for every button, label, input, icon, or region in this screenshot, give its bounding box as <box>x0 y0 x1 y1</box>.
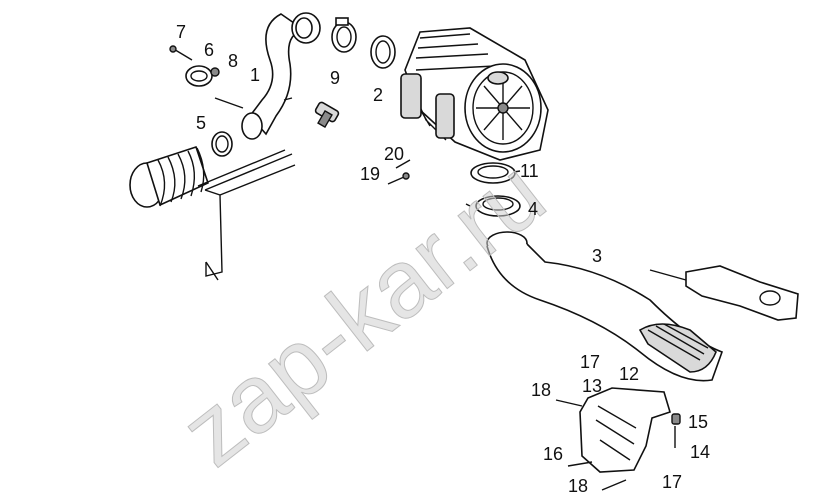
bracket-plate <box>649 265 799 321</box>
callout-17b: 17 <box>662 472 682 492</box>
clamp-6 <box>185 65 220 87</box>
callout-15: 15 <box>688 412 708 432</box>
seal-ring-2 <box>370 35 396 69</box>
callout-1: 1 <box>250 65 260 85</box>
screw-19 <box>387 172 410 185</box>
callout-20: 20 <box>384 144 404 164</box>
callout-13: 13 <box>582 376 602 396</box>
callout-17a: 17 <box>580 352 600 372</box>
callout-14: 14 <box>690 442 710 462</box>
callout-12: 12 <box>619 364 639 384</box>
ring-4 <box>475 195 521 217</box>
fitting <box>314 101 340 129</box>
clamp-11 <box>470 162 516 184</box>
bellows-hose <box>129 145 209 208</box>
mounting-bracket <box>555 387 681 491</box>
callout-7: 7 <box>176 22 186 42</box>
callout-5: 5 <box>196 113 206 133</box>
callout-4: 4 <box>528 199 538 219</box>
support-bracket <box>197 149 296 281</box>
leader-lines <box>214 97 521 207</box>
callout-19: 19 <box>360 164 380 184</box>
callout-18a: 18 <box>531 380 551 400</box>
callout-6: 6 <box>204 40 214 60</box>
hose-duct-3 <box>486 231 724 382</box>
watermark-text: zap-kar.ru <box>162 139 564 486</box>
callout-9: 9 <box>330 68 340 88</box>
air-filter-housing <box>400 27 549 161</box>
callout-3: 3 <box>592 246 602 266</box>
clamp-5 <box>211 131 233 157</box>
clamp-9 <box>331 17 357 53</box>
callout-2: 2 <box>373 85 383 105</box>
callout-8: 8 <box>228 51 238 71</box>
hose-duct-1 <box>241 12 321 140</box>
callout-11: 11 <box>520 161 539 181</box>
callout-16: 16 <box>543 444 563 464</box>
callout-18b: 18 <box>568 476 588 496</box>
screw-7 <box>169 45 193 61</box>
